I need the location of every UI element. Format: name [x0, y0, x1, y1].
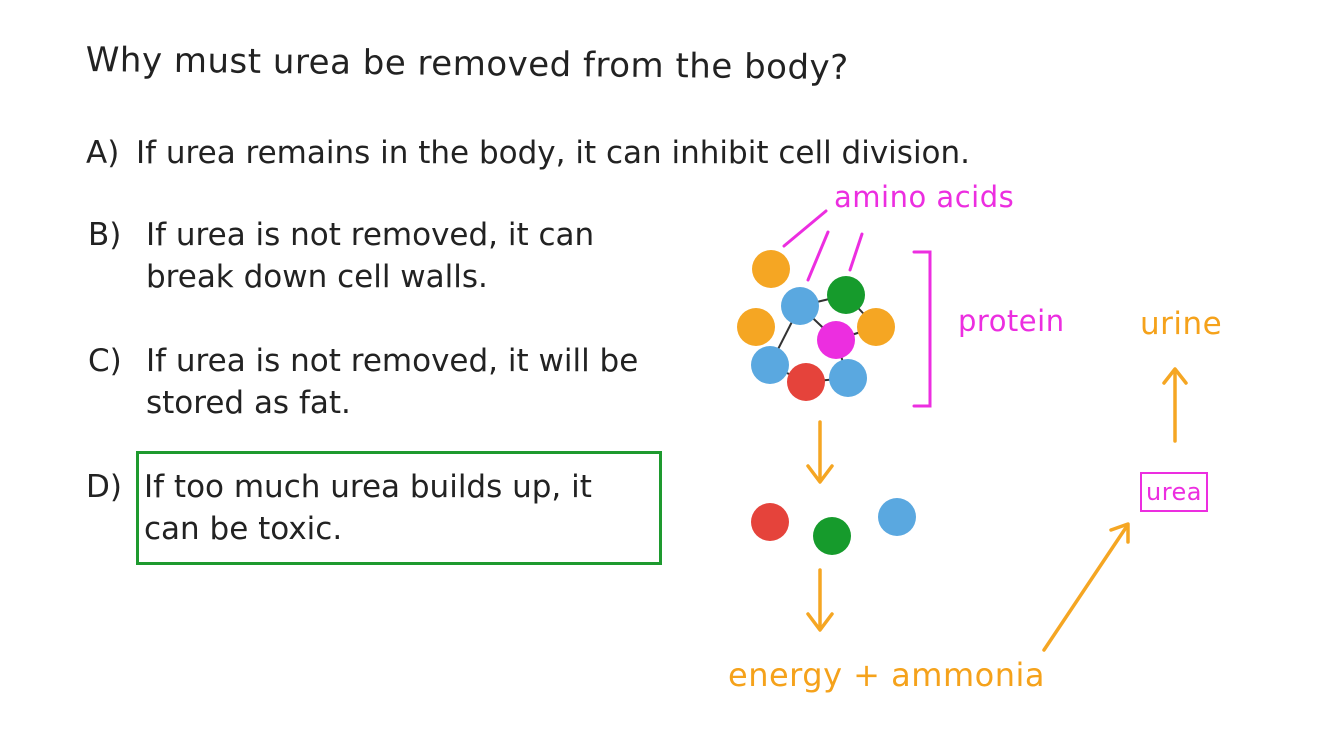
pointer-line	[806, 230, 830, 282]
option-d-line-1: If too much urea builds up, it	[144, 469, 592, 505]
amino-acid-red	[751, 503, 789, 541]
arrow-up-icon	[1162, 367, 1188, 443]
amino-acid-orange	[752, 250, 790, 288]
urea-label-box: urea	[1140, 472, 1208, 512]
correct-answer-box	[136, 451, 662, 565]
option-b-line-1: If urea is not removed, it can	[146, 217, 595, 253]
arrow-down-icon	[806, 568, 834, 632]
amino-acid-red	[787, 363, 825, 401]
option-c-letter: C)	[88, 343, 122, 379]
option-c-line-1: If urea is not removed, it will be	[146, 343, 639, 379]
amino-acid-magenta	[817, 321, 855, 359]
amino-acid-blue	[878, 498, 916, 536]
option-a-letter: A)	[86, 135, 120, 171]
option-b-line-2: break down cell walls.	[146, 259, 488, 295]
amino-acid-green	[827, 276, 865, 314]
amino-acid-blue	[781, 287, 819, 325]
energy-ammonia-label: energy + ammonia	[728, 656, 1045, 694]
arrow-up-right-icon	[1042, 522, 1130, 652]
option-a-line-1: If urea remains in the body, it can inhi…	[136, 135, 971, 171]
free-amino-acids	[751, 498, 916, 555]
protein-label: protein	[958, 304, 1065, 338]
pointer-line	[782, 209, 828, 248]
option-c-line-2: stored as fat.	[146, 385, 351, 421]
protein-cluster	[737, 250, 895, 401]
amino-acid-blue	[829, 359, 867, 397]
option-b-letter: B)	[88, 217, 122, 253]
peptide-bonds	[769, 294, 877, 383]
amino-acid-orange	[737, 308, 775, 346]
amino-acid-orange	[857, 308, 895, 346]
question-title: Why must urea be removed from the body?	[85, 40, 849, 88]
option-d-line-2: can be toxic.	[144, 511, 343, 547]
amino-acid-pointers	[782, 209, 864, 282]
protein-bracket	[912, 250, 932, 408]
option-d-letter: D)	[86, 469, 122, 505]
amino-acid-blue	[751, 346, 789, 384]
amino-acids-label: amino acids	[834, 180, 1015, 214]
arrow-down-icon	[806, 420, 834, 484]
amino-acid-green	[813, 517, 851, 555]
pointer-line	[848, 232, 864, 272]
urine-label: urine	[1140, 306, 1223, 342]
